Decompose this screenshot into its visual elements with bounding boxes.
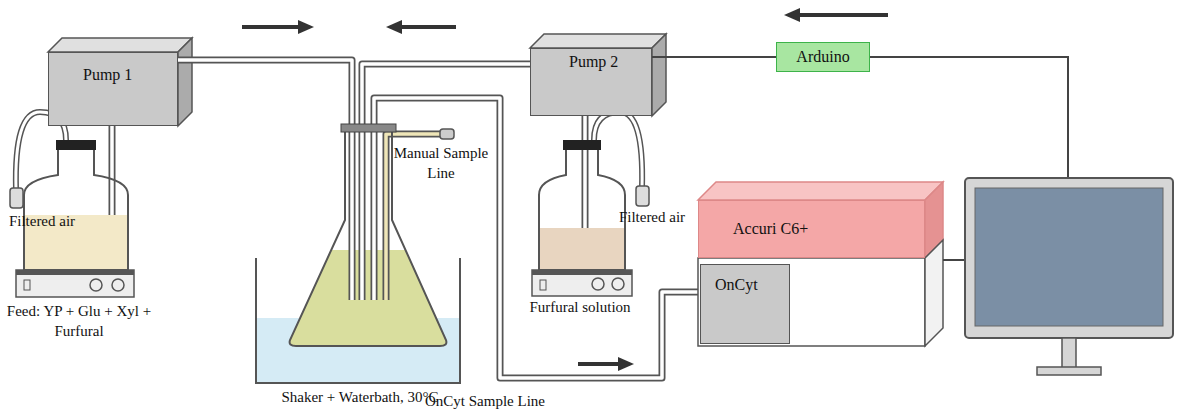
flask-stopper [341,124,396,132]
feed-bottle [24,148,128,270]
box-side-face [652,34,666,116]
solution-label: Furfural solution [520,298,640,318]
node-label: OnCyt [715,275,758,294]
sample-port [440,129,454,139]
box-top-face [48,38,192,52]
node-label: Accuri C6+ [733,219,808,238]
pump-box: Pump 1 [48,52,178,126]
air-label: Filtered air [610,208,694,228]
furfural-liquid [539,228,625,270]
furfural-bottle [539,148,625,270]
flow-arrow [242,8,888,371]
box-faces [48,34,943,258]
air-filter [636,186,649,206]
node-label: Pump 1 [83,65,132,84]
signal-wire [652,57,776,58]
monitor [965,178,1173,338]
instrument-body [698,258,925,346]
air-label: Filtered air [2,212,82,232]
flask-liquid [290,250,447,346]
box-top-face [698,182,943,200]
air-filter [10,188,23,208]
cable [870,57,1068,178]
feed-label: Feed: YP + Glu + Xyl + Furfural [4,302,154,341]
oncyt-box: OnCyt [700,264,790,344]
stirrer-plate [532,270,632,296]
stirrer-plate [16,270,134,297]
box-top-face [530,34,666,48]
node-label: Arduino [796,47,849,66]
cable [943,259,965,261]
box-side-face [178,38,192,126]
node-label: Pump 2 [569,52,618,71]
cytometer-box: Accuri C6+ [698,200,925,258]
controller-box: Arduino [776,42,870,72]
line-label: OnCyt Sample Line [400,392,570,412]
pump-box: Pump 2 [530,48,652,116]
bottle-stopper [56,140,96,150]
line-label: Manual Sample Line [392,144,490,183]
